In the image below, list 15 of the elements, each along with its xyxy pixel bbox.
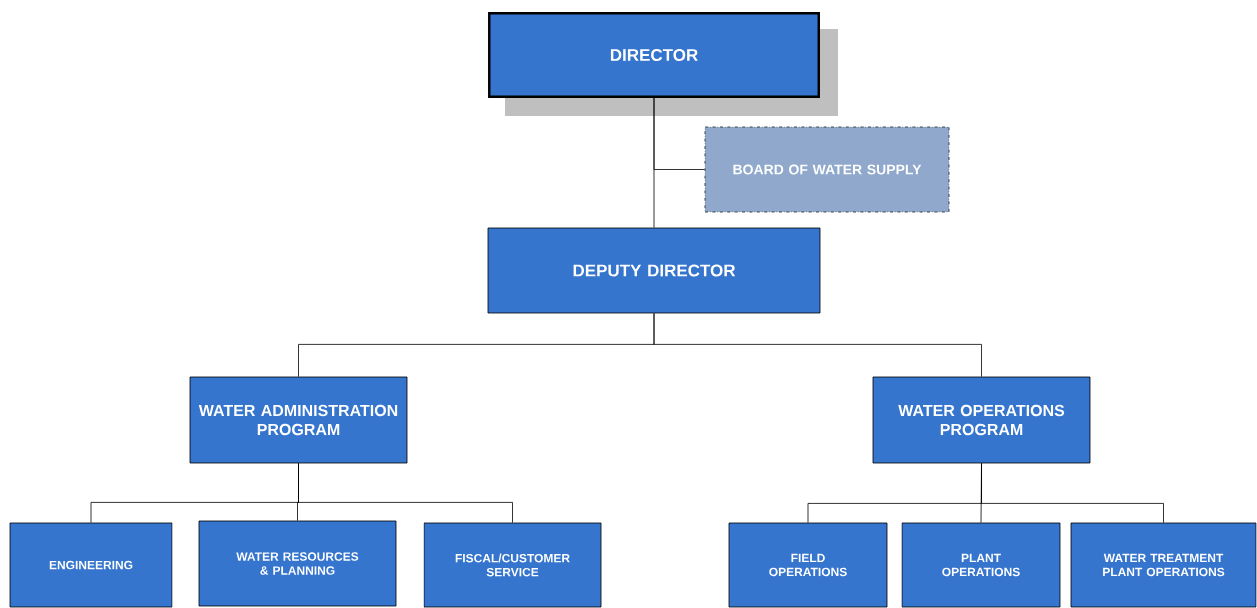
connector-line [653,313,982,377]
org-box: WATER ADMINISTRATION PROGRAM [189,376,408,464]
org-box: PLANT OPERATIONS [901,522,1061,608]
org-box: WATER OPERATIONS PROGRAM [872,376,1091,464]
org-box: FISCAL/CUSTOMER SERVICE [423,522,602,608]
director-box: DIRECTOR [488,12,820,98]
org-box: ENGINEERING [9,522,173,608]
org-box: WATER TREATMENT PLANT OPERATIONS [1070,522,1257,608]
board-box: BOARD OF WATER SUPPLY [704,126,950,213]
connector-line [653,96,705,170]
org-box: WATER RESOURCES & PLANNING [198,520,397,607]
org-box: FIELD OPERATIONS [728,522,888,608]
org-box: DEPUTY DIRECTOR [487,227,821,314]
connector-line [981,463,1164,523]
connector-line [298,463,513,523]
